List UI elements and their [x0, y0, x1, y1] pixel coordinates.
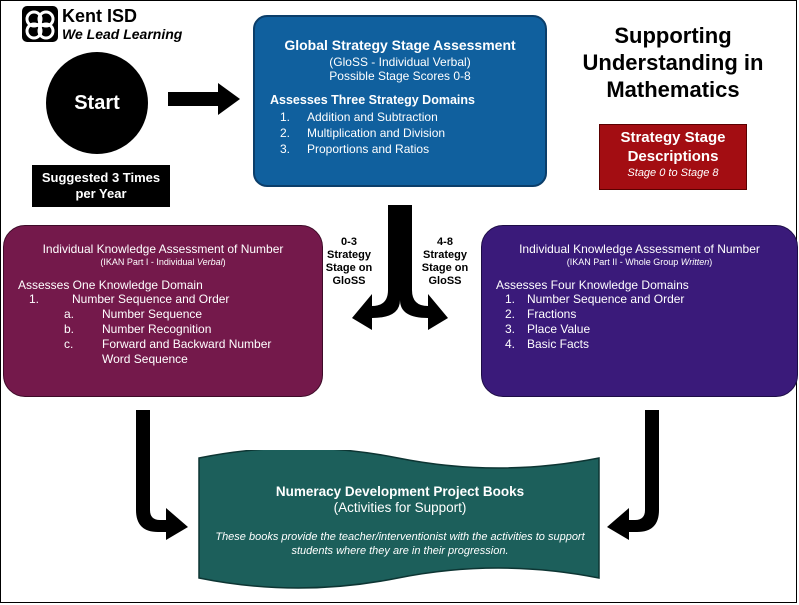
item-number: 1. — [29, 292, 40, 306]
item-label: Place Value — [527, 322, 591, 336]
frequency-label: Suggested 3 Times per Year — [41, 170, 161, 201]
subtitle-end: ) — [709, 257, 713, 267]
item-number: b. — [64, 322, 75, 336]
kent-isd-logo-icon — [22, 6, 58, 42]
list-item: 2. Multiplication and Division — [255, 125, 545, 141]
label-line: Stage on — [421, 262, 469, 274]
label-line: GloSS — [428, 275, 462, 287]
kent-isd-logo: Kent ISD We Lead Learning — [22, 4, 222, 44]
item-label: Number Recognition — [102, 322, 212, 336]
gloss-title: Global Strategy Stage Assessment — [284, 37, 516, 53]
list-item: 4. Basic Facts — [482, 337, 797, 352]
item-label: Number Sequence and Order — [72, 292, 230, 306]
gloss-assessment-box: Global Strategy Stage Assessment (GloSS … — [253, 15, 547, 187]
logo-tagline: We Lead Learning — [62, 26, 183, 42]
item-number: c. — [64, 337, 74, 351]
gloss-domains-heading: Assesses Three Strategy Domains — [270, 93, 475, 107]
ikan-part-2-box: Individual Knowledge Assessment of Numbe… — [481, 225, 798, 397]
books-description: These books provide the teacher/interven… — [215, 531, 585, 557]
list-subitem: a. Number Sequence — [4, 307, 322, 322]
books-subtitle: (Activities for Support) — [333, 500, 467, 515]
title-line-2: Understanding in — [582, 50, 764, 75]
item-label: Number Sequence and Order — [527, 292, 685, 306]
logo-name: Kent ISD — [62, 6, 138, 26]
ikan2-title: Individual Knowledge Assessment of Numbe… — [519, 242, 760, 256]
item-label: Proportions and Ratios — [307, 142, 430, 156]
subtitle-end: ) — [222, 257, 226, 267]
label-line: Strategy — [422, 249, 468, 261]
ikan1-domain-list: 1. Number Sequence and Order a. Number Seq… — [4, 292, 322, 367]
item-number: 4. — [505, 337, 516, 351]
list-item: 1. Number Sequence and Order — [4, 292, 322, 307]
low-stage-label: 0-3 Strategy Stage on GloSS — [318, 236, 380, 288]
arrow-down-left-icon — [607, 410, 659, 540]
label-line: Strategy — [326, 249, 372, 261]
list-item: 3. Place Value — [482, 322, 797, 337]
books-banner — [198, 450, 600, 589]
item-label: Forward and Backward Number — [102, 337, 272, 351]
books-title: Numeracy Development Project Books — [275, 484, 525, 499]
item-label: Fractions — [527, 307, 577, 321]
ikan1-title: Individual Knowledge Assessment of Numbe… — [42, 242, 284, 256]
item-label: Basic Facts — [527, 337, 590, 351]
ikan1-subtitle: (IKAN Part I - Individual Verbal) — [4, 256, 322, 268]
subtitle-text: (IKAN Part II - Whole Group — [566, 257, 681, 267]
stages-title-line-2: Descriptions — [627, 148, 719, 165]
item-number: 1. — [280, 110, 291, 124]
list-item: 3. Proportions and Ratios — [255, 141, 545, 157]
item-number: 2. — [505, 307, 516, 321]
split-arrow-icon — [352, 205, 448, 330]
ikan2-domain-list: 1.Number Sequence and Order 2.Fractions … — [482, 292, 797, 352]
books-text: Numeracy Development Project Books (Acti… — [205, 484, 595, 558]
subtitle-emphasis: Verbal — [196, 257, 223, 267]
gloss-scores: Possible Stage Scores 0-8 — [329, 69, 471, 83]
title-line-3: Mathematics — [606, 77, 740, 102]
ikan2-domains-heading: Assesses Four Knowledge Domains — [496, 278, 689, 292]
ikan-part-1-box: Individual Knowledge Assessment of Numbe… — [3, 225, 323, 397]
label-line: GloSS — [332, 275, 366, 287]
list-item: 1. Number Sequence and Order — [482, 292, 797, 307]
strategy-stage-descriptions-box[interactable]: Strategy Stage Descriptions Stage 0 to S… — [599, 124, 747, 190]
item-number: 1. — [505, 292, 516, 306]
ikan1-domains-heading: Assesses One Knowledge Domain — [18, 278, 203, 292]
list-item: 2. Fractions — [482, 307, 797, 322]
start-circle: Start — [46, 52, 148, 154]
page-title: Supporting Understanding in Mathematics — [568, 22, 778, 103]
list-subitem-continuation: Word Sequence — [102, 352, 188, 366]
start-label: Start — [74, 91, 120, 114]
high-stage-label: 4-8 Strategy Stage on GloSS — [414, 236, 476, 288]
item-number: 3. — [505, 322, 516, 336]
list-subitem: b. Number Recognition — [4, 322, 322, 337]
frequency-box: Suggested 3 Times per Year — [32, 165, 170, 207]
item-number: 3. — [280, 142, 291, 156]
subtitle-emphasis: Written — [680, 257, 710, 267]
item-label: Number Sequence — [102, 307, 203, 321]
arrow-down-right-icon — [136, 410, 188, 540]
stages-subtitle: Stage 0 to Stage 8 — [627, 167, 719, 179]
list-item: 1. Addition and Subtraction — [255, 109, 545, 125]
title-line-1: Supporting — [614, 23, 732, 48]
list-subitem: c. Forward and Backward Number — [4, 337, 322, 352]
item-label: Addition and Subtraction — [307, 110, 438, 124]
item-label: Multiplication and Division — [307, 126, 446, 140]
gloss-subtitle: (GloSS - Individual Verbal) — [329, 55, 471, 69]
label-line: Stage on — [325, 262, 373, 274]
ikan2-subtitle: (IKAN Part II - Whole Group Written) — [482, 256, 797, 268]
label-line: 4-8 — [437, 236, 453, 248]
gloss-domain-list: 1. Addition and Subtraction 2. Multiplicat… — [255, 109, 545, 157]
stages-title-line-1: Strategy Stage — [620, 129, 726, 146]
label-line: 0-3 — [341, 236, 357, 248]
item-number: a. — [64, 307, 75, 321]
item-number: 2. — [280, 126, 291, 140]
arrow-right-icon — [168, 83, 240, 115]
subtitle-text: (IKAN Part I - Individual — [100, 257, 197, 267]
